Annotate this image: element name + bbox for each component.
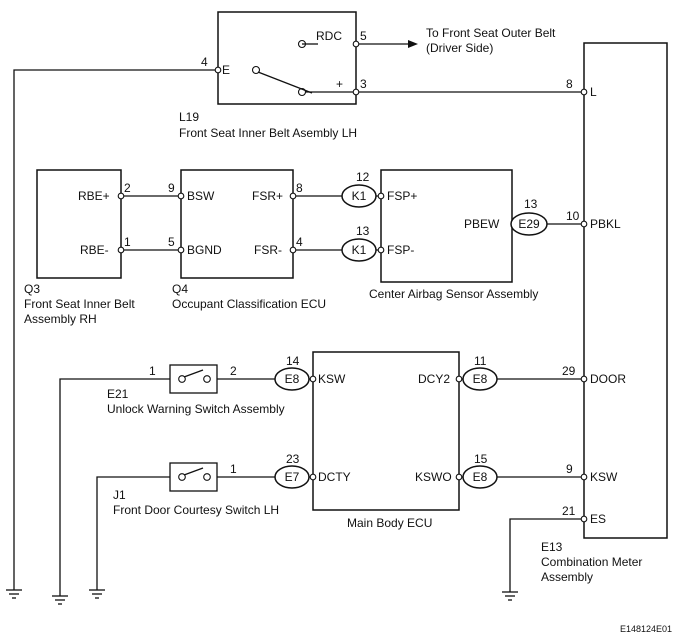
main-pin-num-kswo: 15 xyxy=(474,452,488,466)
l19-switch xyxy=(251,39,356,97)
q4-pin-bsw: BSW xyxy=(187,189,215,203)
l19-pin-num-rdc: 5 xyxy=(360,29,367,43)
main-pin-num-ksw: 14 xyxy=(286,354,300,368)
ground-icon xyxy=(6,589,22,599)
q3-box xyxy=(36,169,122,279)
outer-belt-label-1: To Front Seat Outer Belt xyxy=(426,26,556,40)
q4-pin-num-bsw: 9 xyxy=(168,181,175,195)
l19-pin-num-e: 4 xyxy=(201,55,208,69)
q3-pin-num-rbe-plus: 2 xyxy=(124,181,131,195)
l19-pin-rdc: RDC xyxy=(316,29,342,43)
terminal-dots xyxy=(117,40,588,523)
wires xyxy=(13,40,584,596)
q4-pin-fsr-plus: FSR+ xyxy=(252,189,283,203)
q3-pin-rbe-plus: RBE+ xyxy=(78,189,110,203)
e13-pin-door: DOOR xyxy=(590,372,626,386)
svg-text:E7: E7 xyxy=(285,470,300,484)
e13-pin-l: L xyxy=(590,85,597,99)
e13-pin-pbkl: PBKL xyxy=(590,217,621,231)
e13-name-1: Combination Meter xyxy=(541,555,642,569)
l19-ref: L19 xyxy=(179,110,199,124)
svg-text:E8: E8 xyxy=(285,372,300,386)
connector-k1-lower: K1 xyxy=(341,238,377,262)
e21-pin-num-right: 2 xyxy=(230,364,237,378)
airbag-pin-pbew: PBEW xyxy=(464,217,500,231)
ground-symbols xyxy=(6,589,518,605)
switch-lever-icon xyxy=(257,71,313,94)
j1-pin-num-right: 1 xyxy=(230,462,237,476)
airbag-box xyxy=(380,169,513,283)
e13-pin-ksw: KSW xyxy=(590,470,618,484)
connector-k1-upper: K1 xyxy=(341,184,377,208)
q4-ref: Q4 xyxy=(172,282,188,296)
connector-e8-dcy2: E8 xyxy=(462,367,498,391)
connector-e8-ksw: E8 xyxy=(274,367,310,391)
q4-pin-num-bgnd: 5 xyxy=(168,235,175,249)
connector-e7: E7 xyxy=(274,465,310,489)
q3-pin-rbe-minus: RBE- xyxy=(80,243,109,257)
e21-switch xyxy=(169,364,218,394)
e13-ref: E13 xyxy=(541,540,563,554)
q4-pin-fsr-minus: FSR- xyxy=(254,243,282,257)
q4-pin-bgnd: BGND xyxy=(187,243,222,257)
l19-pin-e: E xyxy=(222,63,230,77)
q3-name-1: Front Seat Inner Belt xyxy=(24,297,135,311)
e13-name-2: Assembly xyxy=(541,570,593,584)
e21-name: Unlock Warning Switch Assembly xyxy=(107,402,285,416)
l19-pin-plus: + xyxy=(336,77,343,91)
ground-icon xyxy=(52,595,68,605)
j1-ref: J1 xyxy=(113,488,126,502)
e21-ref: E21 xyxy=(107,387,129,401)
airbag-pin-fsp-minus: FSP- xyxy=(387,243,414,257)
airbag-pin-num-fsp-plus: 12 xyxy=(356,170,370,184)
e13-pin-es: ES xyxy=(590,512,606,526)
main-pin-num-dcy2: 11 xyxy=(474,354,487,368)
q3-ref: Q3 xyxy=(24,282,40,296)
svg-text:E8: E8 xyxy=(473,470,488,484)
ground-icon xyxy=(89,589,105,599)
l19-pin-num-plus: 3 xyxy=(360,77,367,91)
svg-text:K1: K1 xyxy=(352,243,367,257)
main-pin-kswo: KSWO xyxy=(415,470,452,484)
outer-belt-label-2: (Driver Side) xyxy=(426,41,493,55)
figure-code: E148124E01 xyxy=(620,624,672,634)
main-pin-dcy2: DCY2 xyxy=(418,372,450,386)
j1-name: Front Door Courtesy Switch LH xyxy=(113,503,279,517)
airbag-name: Center Airbag Sensor Assembly xyxy=(369,287,538,301)
j1-switch xyxy=(169,462,218,492)
e21-pin-num-left: 1 xyxy=(149,364,156,378)
q3-name-2: Assembly RH xyxy=(24,312,97,326)
main-ecu-name: Main Body ECU xyxy=(347,516,432,530)
q4-pin-num-fsr-minus: 4 xyxy=(296,235,303,249)
main-pin-ksw: KSW xyxy=(318,372,346,386)
q4-box xyxy=(180,169,294,279)
connector-e29: E29 xyxy=(510,212,548,236)
ground-icon xyxy=(502,591,518,601)
main-pin-dcty: DCTY xyxy=(318,470,351,484)
svg-text:E8: E8 xyxy=(473,372,488,386)
svg-text:E29: E29 xyxy=(518,217,540,231)
main-ecu-box xyxy=(312,351,460,511)
q4-name: Occupant Classification ECU xyxy=(172,297,326,311)
connector-e8-kswo: E8 xyxy=(462,465,498,489)
airbag-pin-num-pbew: 13 xyxy=(524,197,538,211)
e13-pin-num-l: 8 xyxy=(566,77,573,91)
airbag-pin-fsp-plus: FSP+ xyxy=(387,189,417,203)
e13-pin-num-pbkl: 10 xyxy=(566,209,580,223)
e13-pin-num-door: 29 xyxy=(562,364,576,378)
main-pin-num-dcty: 23 xyxy=(286,452,300,466)
airbag-pin-num-fsp-minus: 13 xyxy=(356,224,370,238)
q4-pin-num-fsr-plus: 8 xyxy=(296,181,303,195)
svg-text:K1: K1 xyxy=(352,189,367,203)
e13-box xyxy=(583,42,668,539)
switch-pivot xyxy=(251,65,261,75)
l19-name: Front Seat Inner Belt Asembly LH xyxy=(179,126,357,140)
q3-pin-num-rbe-minus: 1 xyxy=(124,235,131,249)
e13-pin-num-ksw: 9 xyxy=(566,462,573,476)
e13-pin-num-es: 21 xyxy=(562,504,576,518)
l19-box xyxy=(217,11,357,105)
